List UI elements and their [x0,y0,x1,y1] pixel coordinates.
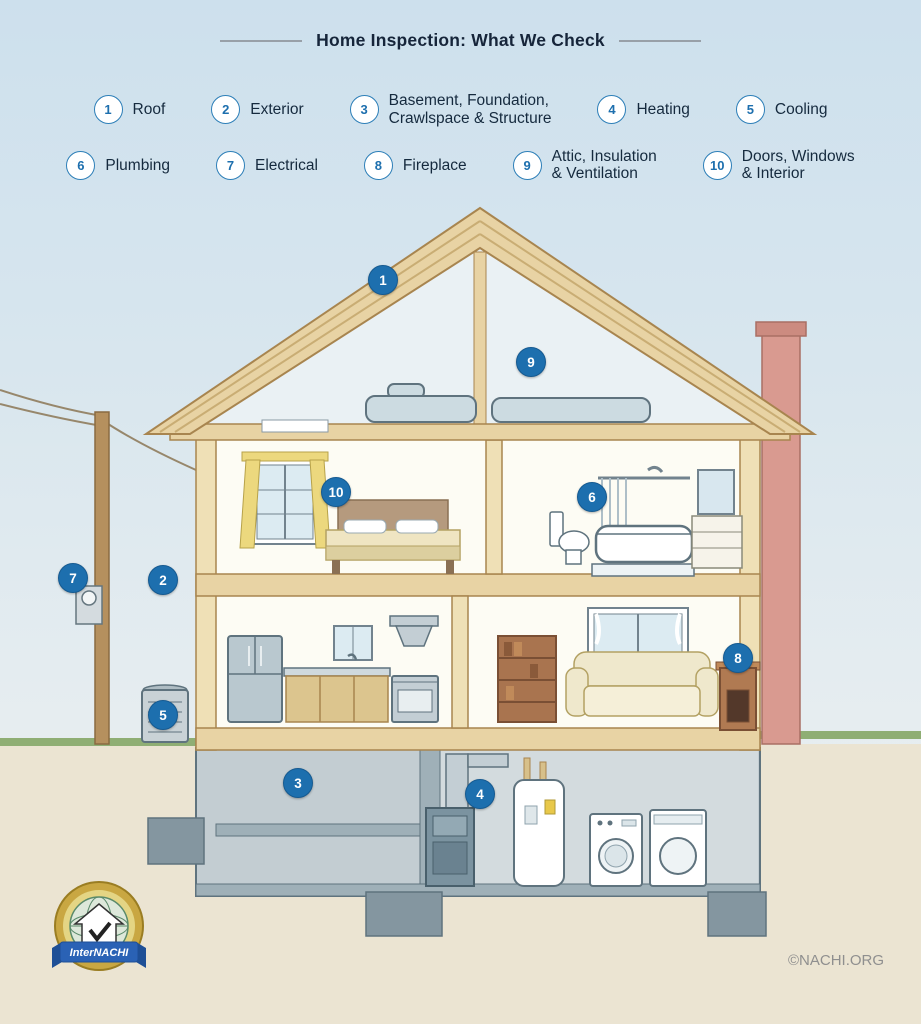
badge-3-basement: 3 [283,768,313,798]
legend-number-3: 3 [349,95,379,125]
page-title: Home Inspection: What We Check [316,30,605,50]
utility-pole [94,411,110,745]
badge-7-electrical: 7 [58,563,88,593]
kitchen [227,615,439,723]
title-rule-left [220,39,303,42]
legend-label-fireplace: Fireplace [402,156,467,174]
legend: 1 Roof 2 Exterior 3 Basement, Foundation… [0,92,921,183]
internachi-logo: InterNACHI [52,881,146,971]
legend-label-doors-windows: Doors, Windows & Interior [741,147,855,183]
legend-item-cooling: 5 Cooling [735,95,828,125]
legend-label-attic: Attic, Insulation & Ventilation [551,147,657,183]
legend-item-roof: 1 Roof [93,95,166,125]
legend-label-plumbing: Plumbing [105,156,171,174]
badge-5-cooling: 5 [148,700,178,730]
badge-4-heating: 4 [465,779,495,809]
water-heater [513,757,565,887]
attic-duct-left [365,395,477,423]
legend-item-plumbing: 6 Plumbing [66,150,171,180]
badge-6-plumbing: 6 [577,482,607,512]
badge-2-exterior: 2 [148,565,178,595]
attic-duct-right [491,397,651,423]
legend-number-6: 6 [66,150,96,180]
legend-item-doors-windows: 10 Doors, Windows & Interior [702,147,855,184]
chimney [755,321,807,745]
legend-label-electrical: Electrical [255,156,318,174]
legend-number-10: 10 [702,150,732,180]
legend-number-9: 9 [512,150,542,180]
attic [169,248,791,441]
logo-text: InterNACHI [70,947,130,959]
legend-label-cooling: Cooling [774,100,828,118]
badge-1-roof: 1 [368,265,398,295]
legend-number-8: 8 [363,150,393,180]
legend-item-heating: 4 Heating [597,95,690,125]
electric-meter [75,585,103,625]
legend-number-7: 7 [216,150,246,180]
legend-item-electrical: 7 Electrical [216,150,318,180]
living-room [497,607,719,723]
legend-number-1: 1 [93,95,123,125]
legend-number-5: 5 [735,95,765,125]
legend-item-attic: 9 Attic, Insulation & Ventilation [512,147,657,184]
legend-item-basement: 3 Basement, Foundation, Crawlspace & Str… [349,92,552,128]
attic-hatch [261,419,329,433]
legend-row-1: 1 Roof 2 Exterior 3 Basement, Foundation… [93,92,828,128]
header: Home Inspection: What We Check [0,30,921,51]
power-lines [0,389,197,471]
legend-number-2: 2 [211,95,241,125]
title-rule-right [618,39,701,42]
legend-item-exterior: 2 Exterior [211,95,304,125]
legend-label-basement: Basement, Foundation, Crawlspace & Struc… [388,92,552,127]
logo-ribbon [59,941,139,963]
dryer [649,809,707,887]
washing-machine [589,813,643,887]
copyright-text: ©NACHI.ORG [788,952,885,969]
legend-item-fireplace: 8 Fireplace [363,150,467,180]
badge-10-doors-windows-interior: 10 [321,477,351,507]
legend-row-2: 6 Plumbing 7 Electrical 8 Fireplace 9 At… [66,147,855,184]
legend-label-heating: Heating [636,100,690,118]
legend-label-exterior: Exterior [250,100,304,118]
legend-number-4: 4 [597,95,627,125]
roof [142,206,818,435]
badge-8-fireplace: 8 [723,643,753,673]
furnace [425,753,509,887]
legend-label-roof: Roof [132,100,166,118]
bedroom [239,451,461,574]
badge-9-attic: 9 [516,347,546,377]
